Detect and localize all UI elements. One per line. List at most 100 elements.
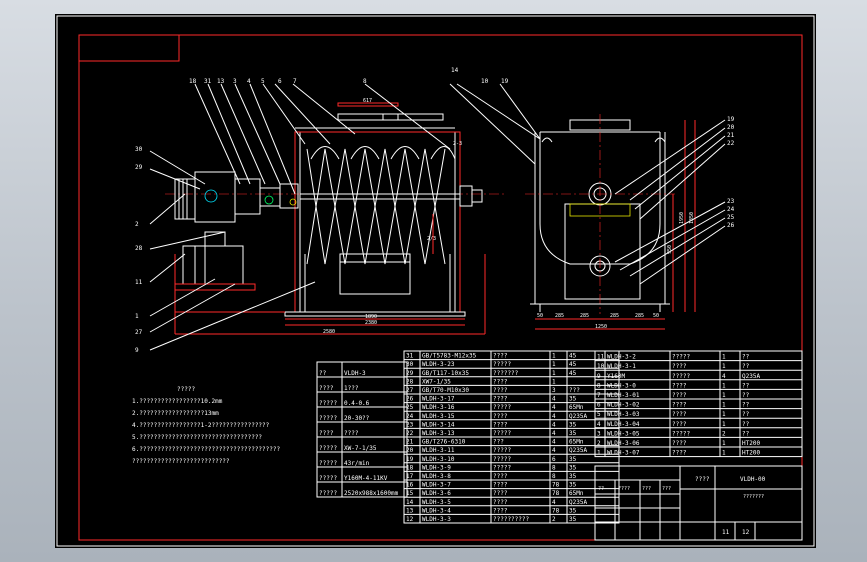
bom-right-cell: WLDH-3-2	[607, 354, 636, 361]
bom-right-cell: ??	[742, 421, 750, 428]
spec-row: ????1???	[319, 385, 359, 392]
sign-cell-2: ????	[618, 486, 630, 492]
callout-r23: 23	[727, 198, 735, 205]
bom-left-cell: WLDH-3-5	[422, 499, 451, 506]
bom-left-cell: 65Mn	[569, 439, 584, 446]
gearbox	[194, 171, 236, 223]
bom-left-cell: Q235A	[569, 499, 587, 506]
bom-right-cell: WLDH-3-0	[607, 382, 636, 389]
sheet-cell-1: 11	[722, 529, 730, 536]
bom-left-cell: 30	[406, 361, 414, 368]
spec-cell: 20-30??	[344, 415, 370, 422]
dim-side-h3: 950	[667, 245, 673, 254]
bom-left-cell: 16	[406, 482, 414, 489]
bom-left-cell: 1	[552, 361, 556, 368]
bom-right-cell: WLDH-3-01	[607, 392, 640, 399]
bom-right-cell: ?????	[672, 373, 690, 380]
bom-right-cell: 1	[722, 421, 726, 428]
spec-cell: ????	[344, 430, 359, 437]
bom-right-cell: ?????	[672, 354, 690, 361]
callout-28: 28	[135, 245, 143, 252]
bom-left-cell: Q235A	[569, 413, 587, 420]
bom-left-cell: 8	[552, 473, 556, 480]
bom-left-cell: WLDH-3-6	[422, 490, 451, 497]
bom-left-cell: 4	[552, 404, 556, 411]
bom-left-cell: ?????	[493, 447, 511, 454]
bom-left-cell: 3	[552, 387, 556, 394]
bom-right-cell: 1	[722, 354, 726, 361]
dim-base-mid: 2380	[365, 320, 377, 326]
bom-left-cell: 15	[406, 490, 414, 497]
bom-left-cell: 25	[406, 404, 414, 411]
bom-left-cell: 28	[406, 378, 414, 385]
bom-left-cell: WLDH-3-15	[422, 413, 455, 420]
spec-row: ??VLDH-3	[319, 370, 366, 377]
bom-left-cell: ????	[493, 507, 508, 514]
spec-cell: Y160M-4-11KV	[344, 475, 388, 482]
callout-11: 11	[135, 279, 143, 286]
outer-border	[56, 15, 815, 547]
base-frame	[284, 311, 466, 317]
bom-left-cell: WLDH-3-8	[422, 473, 451, 480]
bom-right-cell: ????	[672, 392, 687, 399]
bom-right-cell: 2	[597, 440, 601, 447]
bom-left-cell: ????	[493, 490, 508, 497]
motor	[182, 245, 244, 285]
bom-left-cell: WLDH-3-10	[422, 456, 455, 463]
bom-left-cell: GB/T117-10x35	[422, 370, 469, 377]
bom-left-cell: WLDH-3-11	[422, 447, 455, 454]
callout-leaders	[149, 83, 541, 351]
bom-left-cell: 78	[552, 482, 560, 489]
bom-left-cell: ????	[493, 378, 508, 385]
bom-right-cell: ?????	[672, 430, 690, 437]
bom-right-cell: WLDH-3-07	[607, 450, 640, 457]
bom-right-cell: ??	[742, 392, 750, 399]
callout-13: 13	[217, 78, 225, 85]
dim-side-h1: 1950	[679, 212, 685, 224]
bom-right-cell: ??	[742, 402, 750, 409]
inner-border	[78, 34, 803, 541]
spec-cell: 1???	[344, 385, 359, 392]
callout-1: 1	[135, 313, 139, 320]
bom-left-cell: 35	[569, 396, 577, 403]
spec-cell: ?????	[319, 460, 337, 467]
drawing-code: VLDH-00	[740, 476, 766, 483]
bom-left-cell: 4	[552, 439, 556, 446]
bom-left-cell: WLDH-3-17	[422, 396, 455, 403]
spec-cell: ?????	[319, 415, 337, 422]
bom-right-cell: HT200	[742, 440, 760, 447]
spec-row: ????? 20-30??	[319, 415, 370, 422]
sheet-cell-2: 12	[742, 529, 750, 536]
bom-left-cell: 20	[406, 447, 414, 454]
sign-cell-1: ??	[598, 486, 604, 492]
callouts-top: 18 31 13 3 4 5 6 7 8 14 10 19	[189, 67, 509, 85]
bom-right-cell: ??	[742, 382, 750, 389]
bom-left-cell: ?????	[493, 404, 511, 411]
bom-left-cell: 27	[406, 387, 414, 394]
bom-left-cell: 26	[406, 396, 414, 403]
bom-right-cell: ??	[742, 363, 750, 370]
note-line-3: 4.?????????????????1-2????????????????	[132, 422, 270, 429]
note-line-4: 5.??????????????????????????????????	[132, 434, 262, 441]
dim-side-b3: 285	[610, 313, 619, 319]
bom-right-cell: ??	[742, 354, 750, 361]
bom-right-cell: 1	[722, 450, 726, 457]
spec-cell: 43r/min	[344, 460, 370, 467]
bom-left-cell: 35	[569, 507, 577, 514]
dim-overall: 2580	[323, 329, 335, 335]
bom-left-cell: 4	[552, 396, 556, 403]
callout-27: 27	[135, 329, 143, 336]
bom-left-cell: ????	[493, 482, 508, 489]
bom-left-cell: ??????????	[493, 516, 530, 523]
bom-right-cell: HT200	[742, 450, 760, 457]
bom-left-cell: 14	[406, 499, 414, 506]
callout-r19: 19	[727, 116, 735, 123]
